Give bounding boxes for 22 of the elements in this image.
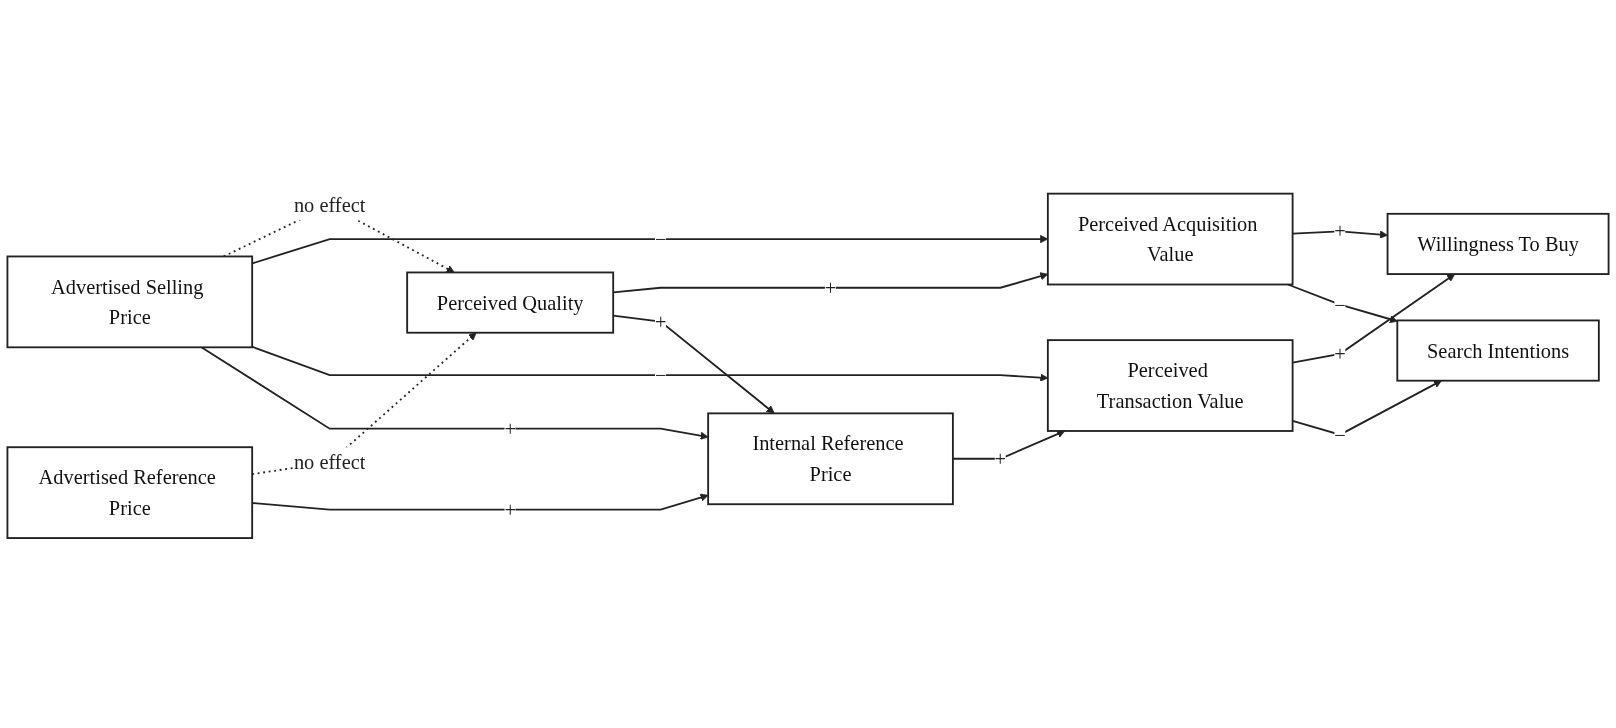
edge-label: − xyxy=(654,227,667,251)
edge-label: + xyxy=(1334,342,1346,366)
edge-label: − xyxy=(654,363,667,387)
node-box: Perceived Acquisition Value xyxy=(1046,192,1294,286)
edge-label: no effect xyxy=(293,450,366,475)
node-box: Advertised Selling Price xyxy=(6,255,254,349)
node-box: Perceived Transaction Value xyxy=(1046,339,1294,432)
node-box: Willingness To Buy xyxy=(1386,212,1610,275)
edge-label: − xyxy=(1334,293,1346,317)
edge-label: + xyxy=(824,276,837,300)
node-box: Search Intentions xyxy=(1396,319,1600,382)
edge-label: + xyxy=(504,417,516,441)
edge-label: no effect xyxy=(293,193,366,217)
node-box: Internal Reference Price xyxy=(707,412,954,506)
arrow xyxy=(1286,283,1398,324)
edge-label: + xyxy=(504,497,516,522)
edge-label: − xyxy=(1334,423,1346,447)
edge-label: + xyxy=(654,310,667,334)
node-box: Perceived Quality xyxy=(406,271,615,334)
node-box: Advertised Reference Price xyxy=(6,446,254,539)
edge-label: + xyxy=(1334,219,1346,244)
edge-label: + xyxy=(994,447,1007,471)
